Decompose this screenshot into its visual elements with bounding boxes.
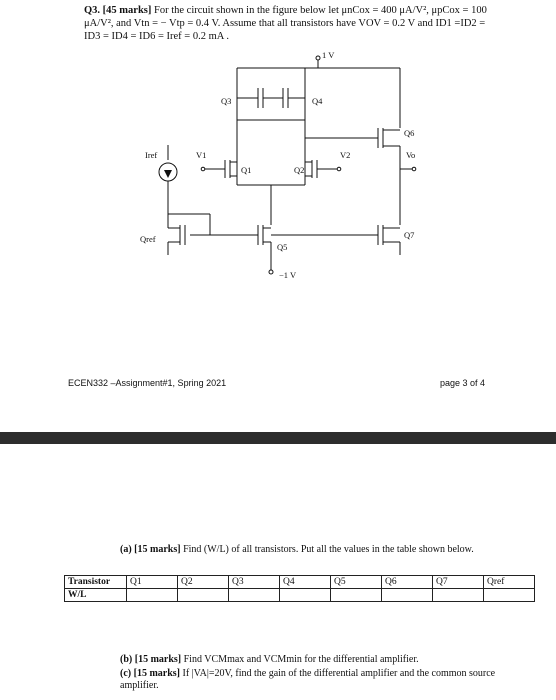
table-col-q2: Q2 bbox=[177, 575, 229, 589]
table-cell bbox=[381, 588, 433, 602]
question-marks: [45 marks] bbox=[102, 5, 152, 16]
table-col-q5: Q5 bbox=[330, 575, 382, 589]
part-b-label: (b) bbox=[120, 654, 133, 665]
v1-label: V1 bbox=[196, 150, 206, 160]
q2-label: Q2 bbox=[294, 165, 304, 175]
table-header-row: Transistor Q1 Q2 Q3 Q4 Q5 Q6 Q7 Qref bbox=[64, 575, 535, 589]
part-c-text: If |VA|=20V, find the gain of the differ… bbox=[120, 668, 496, 691]
table-header-label: Transistor bbox=[64, 575, 127, 589]
table-cell bbox=[279, 588, 331, 602]
table-row: W/L bbox=[64, 588, 535, 602]
v2-label: V2 bbox=[340, 150, 350, 160]
q3-label: Q3 bbox=[221, 96, 231, 106]
table-cell bbox=[126, 588, 178, 602]
question-number: Q3. bbox=[84, 5, 101, 16]
question-line-2: μA/V², and Vtn = − Vtp = 0.4 V. Assume t… bbox=[84, 18, 486, 29]
table-col-q7: Q7 bbox=[432, 575, 484, 589]
part-c: (c) [15 marks] If |VA|=20V, find the gai… bbox=[120, 668, 500, 692]
table-cell bbox=[483, 588, 535, 602]
vdd-label: 1 V bbox=[322, 50, 335, 60]
q6-label: Q6 bbox=[404, 128, 414, 138]
table-col-q6: Q6 bbox=[381, 575, 433, 589]
table-cell bbox=[177, 588, 229, 602]
vss-label: −1 V bbox=[279, 270, 297, 280]
iref-label: Iref bbox=[145, 150, 157, 160]
table-col-q1: Q1 bbox=[126, 575, 178, 589]
part-a-marks: [15 marks] bbox=[134, 544, 181, 555]
table-cell bbox=[432, 588, 484, 602]
question-line-3: ID3 = ID4 = ID6 = Iref = 0.2 mA . bbox=[84, 31, 229, 42]
footer-page-number: page 3 of 4 bbox=[440, 378, 486, 388]
table-row-label: W/L bbox=[64, 588, 127, 602]
part-a-text: Find (W/L) of all transistors. Put all t… bbox=[183, 544, 474, 555]
q1-label: Q1 bbox=[241, 165, 251, 175]
question-text: Q3. [45 marks] For the circuit shown in … bbox=[84, 4, 504, 43]
part-a-label: (a) bbox=[120, 544, 132, 555]
vo-label: Vo bbox=[406, 150, 415, 160]
part-c-marks: [15 marks] bbox=[133, 668, 180, 679]
page-3: Q3. [45 marks] For the circuit shown in … bbox=[0, 0, 556, 432]
q4-label: Q4 bbox=[312, 96, 323, 106]
table-cell bbox=[228, 588, 280, 602]
part-b-marks: [15 marks] bbox=[134, 654, 182, 665]
table-col-qref: Qref bbox=[483, 575, 535, 589]
wl-table: Transistor Q1 Q2 Q3 Q4 Q5 Q6 Q7 Qref W/L bbox=[64, 575, 535, 602]
part-b: (b) [15 marks] Find VCMmax and VCMmin fo… bbox=[120, 654, 500, 666]
table-col-q4: Q4 bbox=[279, 575, 331, 589]
circuit-diagram: 1 V Q3 Q4 Q6 Q1 Q2 Q5 Q7 Qref Iref V1 V2… bbox=[140, 50, 417, 280]
table-cell bbox=[330, 588, 382, 602]
page-4: (a) [15 marks] Find (W/L) of all transis… bbox=[0, 444, 556, 700]
part-b-text: Find VCMmax and VCMmin for the different… bbox=[183, 654, 419, 665]
qref-label: Qref bbox=[140, 234, 156, 244]
question-line-1: For the circuit shown in the figure belo… bbox=[154, 5, 487, 16]
part-c-label: (c) bbox=[120, 668, 132, 679]
q5-label: Q5 bbox=[277, 242, 287, 252]
table-col-q3: Q3 bbox=[228, 575, 280, 589]
part-a: (a) [15 marks] Find (W/L) of all transis… bbox=[120, 544, 480, 556]
footer-course: ECEN332 –Assignment#1, Spring 2021 bbox=[68, 378, 227, 388]
q7-label: Q7 bbox=[404, 230, 414, 240]
